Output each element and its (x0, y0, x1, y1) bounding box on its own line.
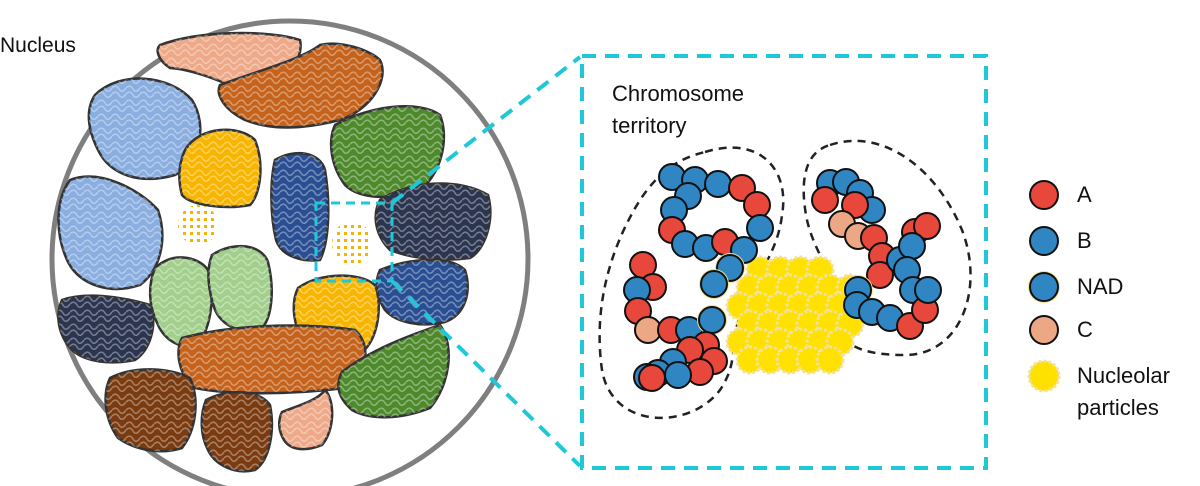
bead-b-6 (746, 214, 774, 242)
territory-texture-8 (375, 183, 491, 260)
legend-item-nuc: Nucleolar particles (1027, 359, 1170, 420)
territory-texture-10 (208, 246, 272, 332)
legend-item-b: B (1029, 226, 1092, 256)
legend-item-nad: NAD (1028, 271, 1123, 303)
nucleus (49, 18, 531, 486)
zoom-connector-bottom (390, 279, 582, 468)
territory-label-line2: territory (612, 113, 687, 138)
territory-texture-3 (218, 43, 383, 128)
territory-texture-6 (271, 153, 329, 261)
bead-a-43 (866, 261, 894, 289)
territory-texture-9 (150, 257, 212, 347)
legend: AB NAD C Nucleolar particles (1027, 180, 1170, 420)
legend-swatch-nuc (1027, 359, 1061, 393)
territory-outline-left (598, 146, 785, 420)
zoom-connector-top (390, 55, 582, 205)
legend-item-c: C (1029, 315, 1093, 345)
bead-b-47 (898, 232, 926, 260)
territory-texture-4 (331, 106, 444, 197)
bead-a-37 (841, 191, 869, 219)
zoom-selection-box (314, 201, 394, 283)
territory-label-line1: Chromosome (612, 81, 744, 106)
territory-texture-1 (88, 78, 201, 179)
territory-texture-18 (279, 390, 333, 450)
legend-label-nuc-line2: particles (1077, 395, 1159, 420)
legend-item-a: A (1029, 180, 1092, 210)
legend-label-a: A (1077, 182, 1092, 207)
legend-label-c: C (1077, 317, 1093, 342)
bead-a-5 (743, 191, 771, 219)
nucleolus-cluster-left (178, 205, 218, 245)
territory-outline-right (802, 139, 972, 357)
territory-texture-17 (201, 392, 272, 472)
territory-texture-5 (179, 129, 261, 207)
legend-swatch-b (1029, 226, 1059, 256)
bead-b-3 (704, 170, 732, 198)
territory-texture-7 (58, 176, 163, 289)
bead-b-31 (664, 361, 692, 389)
bead-nad-15 (700, 270, 728, 298)
bead-a-32 (638, 364, 666, 392)
bead-b-56 (914, 276, 942, 304)
chromatin-beads (623, 163, 942, 392)
nucleolus-cluster-center (332, 221, 372, 265)
territory-texture-13 (58, 295, 154, 363)
legend-label-nad: NAD (1077, 274, 1123, 299)
nucleolar-particle-cluster (725, 255, 865, 375)
legend-swatch-c (1029, 315, 1059, 345)
territory-texture-14 (178, 325, 366, 394)
bead-a-38 (811, 186, 839, 214)
legend-label-nuc: Nucleolar (1077, 363, 1170, 388)
territory-texture-16 (105, 369, 196, 452)
legend-swatch-a (1029, 180, 1059, 210)
bead-nad-23 (698, 306, 726, 334)
nucleolar-particle-33 (815, 345, 845, 375)
territory-texture-15 (338, 325, 449, 418)
legend-label-b: B (1077, 228, 1092, 253)
nucleus-label: Nucleus (0, 34, 76, 57)
territory-texture-12 (376, 259, 468, 325)
territories (57, 31, 492, 473)
bead-a-46 (913, 212, 941, 240)
legend-swatch-nad (1029, 272, 1059, 302)
